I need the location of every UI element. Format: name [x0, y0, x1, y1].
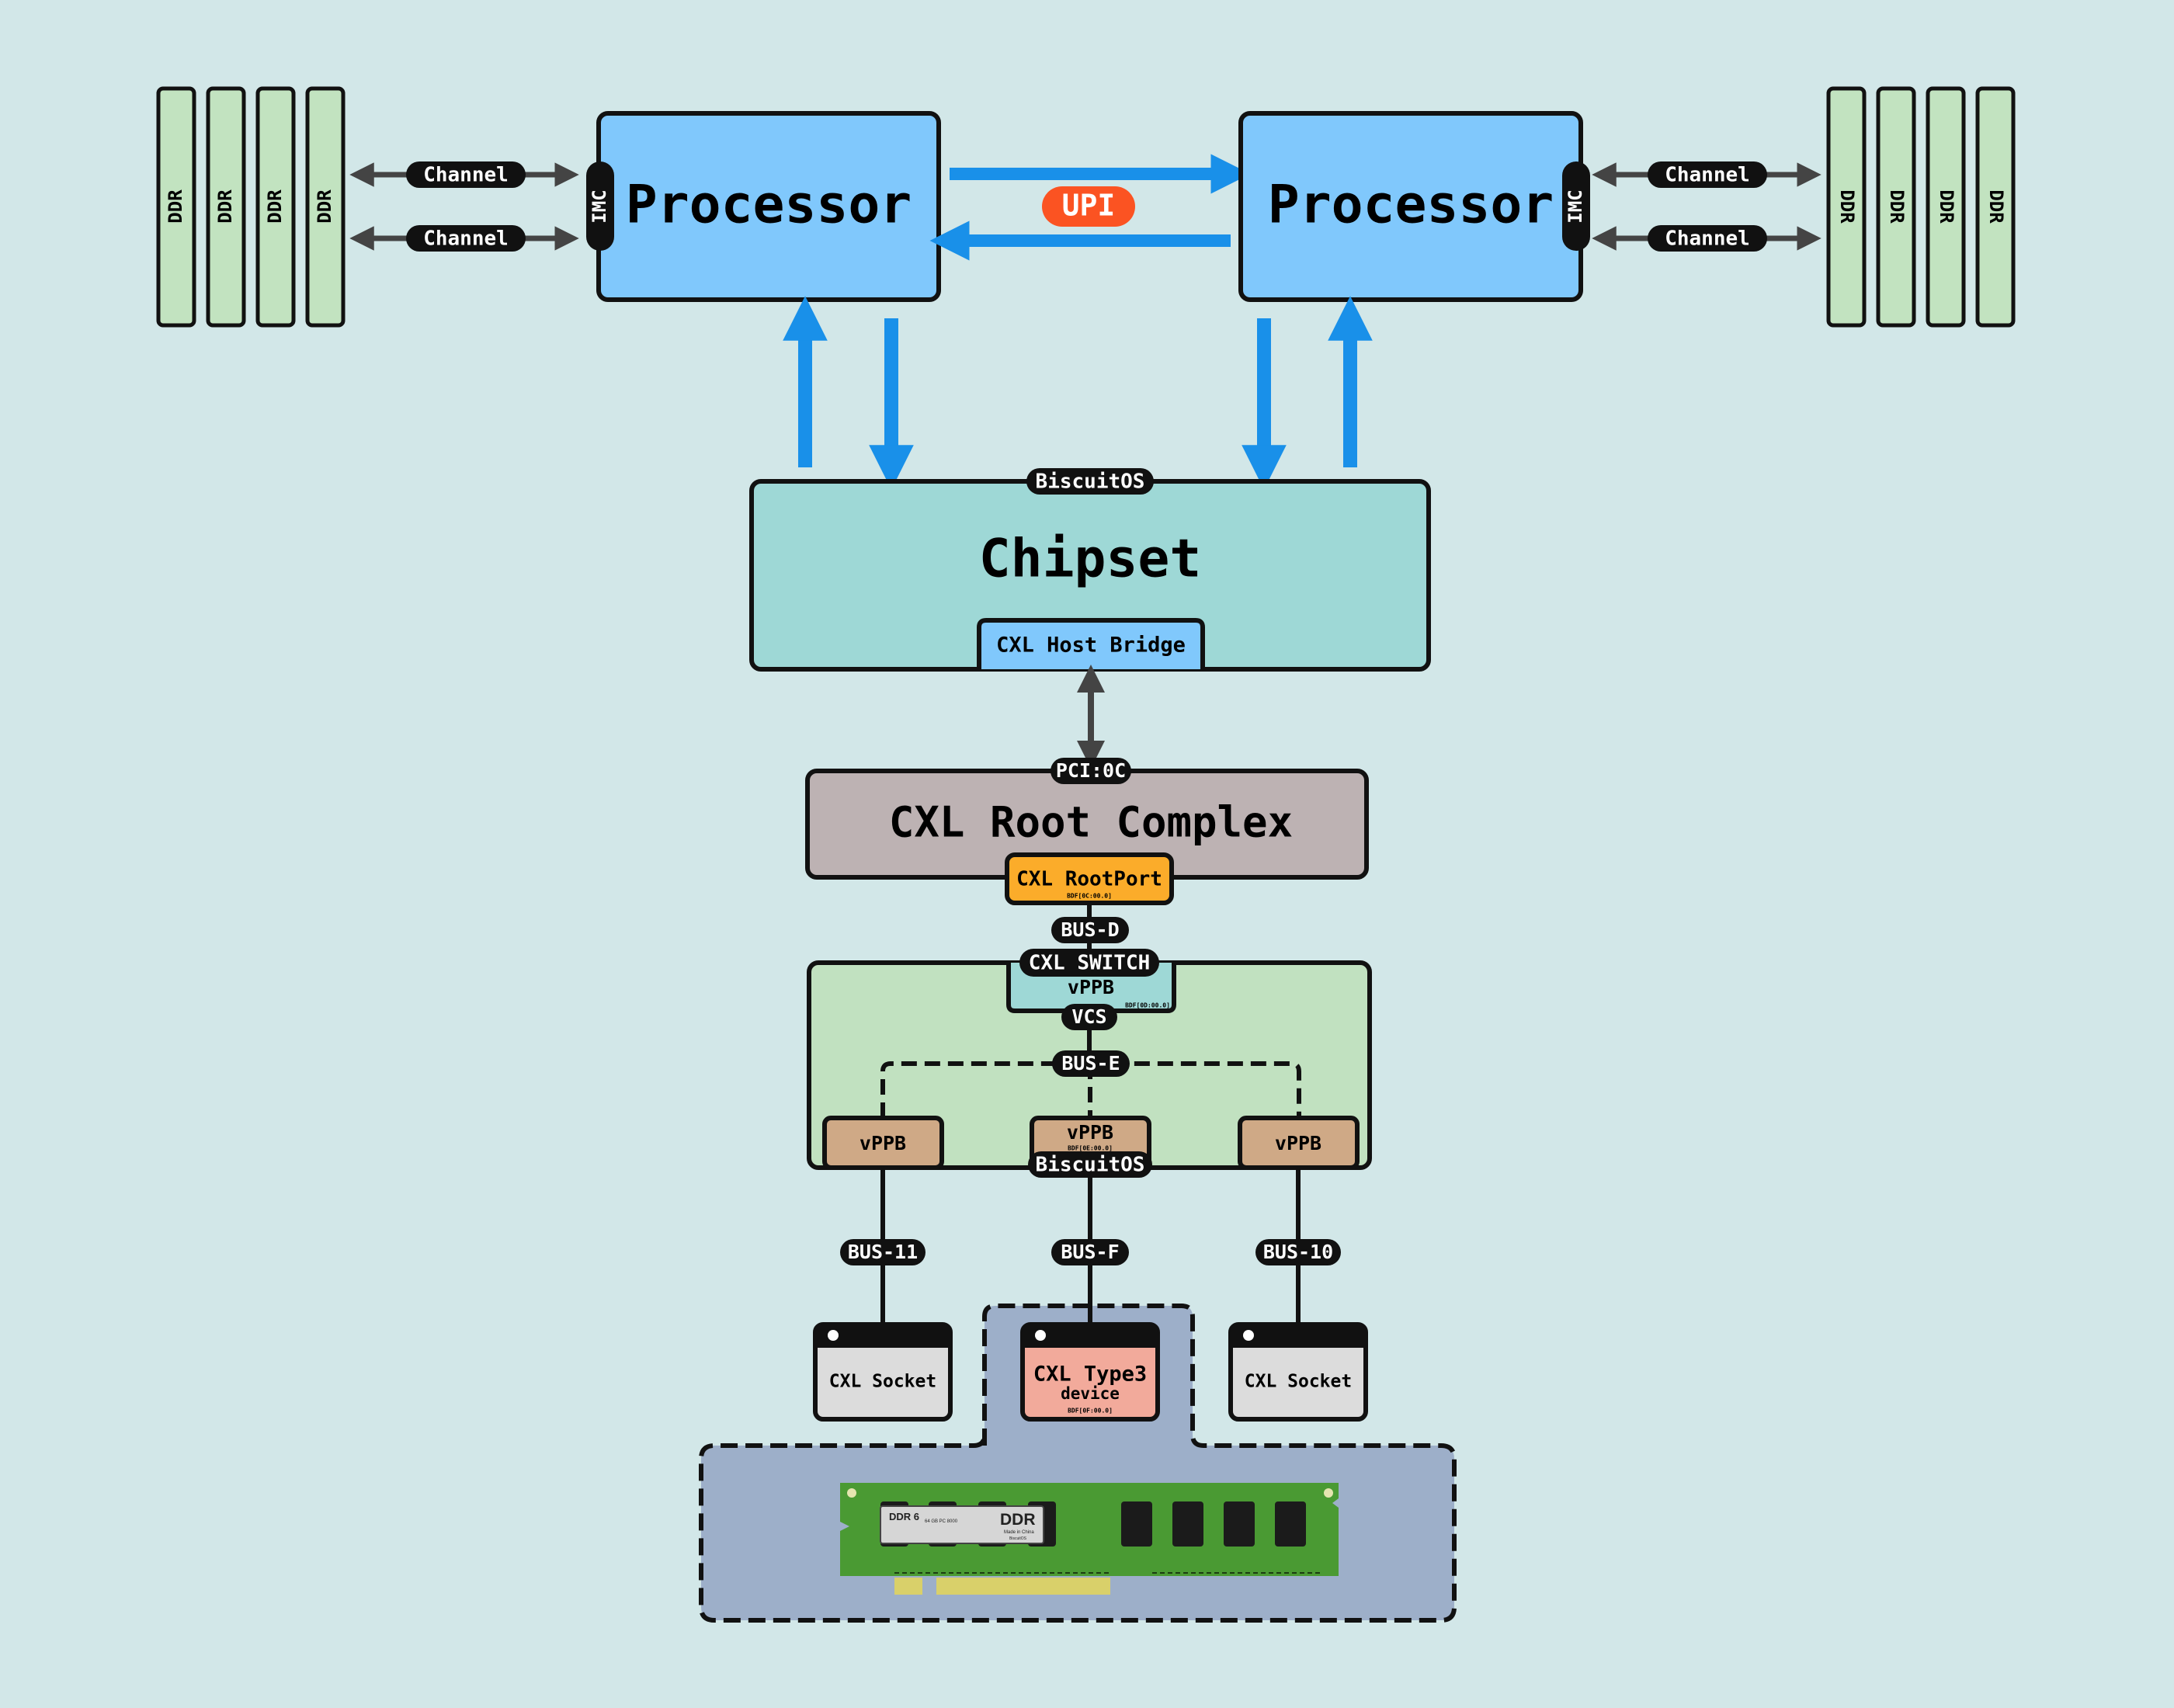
biscuitos-tag-label: BiscuitOS — [1036, 1154, 1145, 1177]
root-port-bdf: BDF[0C:00.0] — [1067, 893, 1112, 900]
switch-tag — [1019, 949, 1159, 977]
ddr-label: DDR — [214, 189, 236, 224]
imc-badge — [1562, 161, 1590, 251]
cxl-switch: vPPB BDF[0D:00.0] CXL SWITCH VCS BUS-E v… — [807, 949, 1372, 1178]
pci-tag-label: PCI:0C — [1056, 759, 1126, 782]
ddr-label: DDR — [165, 189, 186, 224]
left-processor: Processor IMC — [586, 111, 941, 302]
biscuitos-tag — [1026, 468, 1154, 495]
device-sub-label: device — [1061, 1384, 1120, 1403]
ddr-label: DDR — [1836, 189, 1858, 224]
host-bridge-label: CXL Host Bridge — [996, 634, 1186, 658]
bus-tag — [840, 1239, 926, 1265]
vppb-label: vPPB — [1275, 1132, 1321, 1154]
ddr-dimm: DDR — [305, 86, 346, 328]
cxl-type3-device: CXL Type3 device BDF[0F:00.0] — [1020, 1322, 1160, 1422]
ddr-dimm: DDR — [206, 86, 246, 328]
socket-label: CXL Socket — [829, 1372, 936, 1392]
imc-badge — [586, 161, 614, 251]
upi-badge — [1042, 186, 1135, 227]
ddr-label: DDR — [1985, 189, 2007, 224]
ddr6-dimm-module: DDR 6 64 GB PC 8000 DDR Made in China Bi… — [840, 1483, 1339, 1595]
root-complex-label: CXL Root Complex — [889, 798, 1293, 847]
switch-label: CXL SWITCH — [1029, 952, 1151, 975]
upstream-vppb-bdf: BDF[0D:00.0] — [1125, 1002, 1170, 1009]
bus-e-tag — [1052, 1050, 1130, 1077]
ddr-dimm: DDR — [1975, 86, 2016, 328]
vppb-label: vPPB — [1067, 1121, 1113, 1144]
chipset: Chipset BiscuitOS CXL Host Bridge — [749, 468, 1431, 672]
cxl-socket-right: CXL Socket — [1228, 1322, 1368, 1422]
dimm-gen-label: DDR 6 — [889, 1511, 919, 1522]
processor-label: Processor — [626, 175, 912, 236]
ddr-dimm: DDR — [1826, 86, 1867, 328]
right-processor: Processor IMC — [1238, 111, 1590, 302]
bus-label: BUS-11 — [848, 1241, 918, 1263]
bus-label: BUS-10 — [1263, 1241, 1333, 1263]
channel-label: Channel — [1665, 164, 1750, 187]
vcs-label: VCS — [1071, 1005, 1106, 1028]
upstream-vppb-label: vPPB — [1068, 976, 1114, 998]
vcs-tag — [1061, 1004, 1117, 1030]
bus-d-tag — [1051, 917, 1129, 943]
vppb-bdf: BDF[0E:00.0] — [1068, 1145, 1113, 1152]
bus-tag — [1255, 1239, 1341, 1265]
ddr-label: DDR — [1936, 189, 1957, 224]
ddr-dimm: DDR — [255, 86, 296, 328]
ddr-dimm: DDR — [156, 86, 196, 328]
imc-label: IMC — [1565, 189, 1586, 223]
ddr-label: DDR — [1886, 189, 1908, 224]
bus-d-label: BUS-D — [1061, 918, 1119, 941]
upi-label: UPI — [1062, 189, 1116, 223]
ddr-dimm: DDR — [1876, 86, 1916, 328]
device-bdf: BDF[0F:00.0] — [1068, 1408, 1113, 1415]
dimm-spec: 64 GB PC 8000 — [925, 1519, 958, 1524]
ddr-label: DDR — [314, 189, 335, 224]
channel-label: Channel — [423, 227, 509, 251]
channel-label: Channel — [423, 164, 509, 187]
cxl-host-bridge — [977, 618, 1205, 669]
ddr-label: DDR — [264, 189, 286, 224]
upi-link: UPI — [929, 154, 1251, 261]
dimm-brand: DDR — [1000, 1511, 1036, 1529]
bus-tag — [1051, 1239, 1129, 1265]
socket-label: CXL Socket — [1245, 1372, 1352, 1392]
bus-e-label: BUS-E — [1061, 1052, 1120, 1074]
processor-label: Processor — [1268, 175, 1554, 236]
channel-label: Channel — [1665, 227, 1750, 251]
biscuitos-tag-label: BiscuitOS — [1036, 470, 1145, 494]
left-dimm-bank: DDR DDR DDR DDR — [156, 86, 346, 328]
bus-label: BUS-F — [1061, 1241, 1119, 1263]
chipset-label: Chipset — [979, 529, 1202, 590]
dimm-maker: BiscuitOS — [1009, 1536, 1027, 1541]
cxl-socket-left: CXL Socket — [813, 1322, 953, 1422]
dimm-made-in: Made in China — [1004, 1530, 1034, 1535]
processor-chipset-links — [783, 296, 1373, 490]
right-memory-channels: Channel Channel — [1592, 161, 1822, 252]
endpoint-links: BUS-11 BUS-F BUS-10 — [840, 1168, 1341, 1324]
right-dimm-bank: DDR DDR DDR DDR — [1826, 86, 2016, 328]
cxl-root-complex: PCI:0C CXL Root Complex CXL RootPort BDF… — [805, 758, 1369, 905]
vppb-label: vPPB — [860, 1132, 906, 1154]
device-label: CXL Type3 — [1033, 1363, 1147, 1387]
imc-label: IMC — [589, 189, 610, 223]
pci-tag — [1051, 758, 1131, 784]
ddr-dimm: DDR — [1926, 86, 1966, 328]
biscuitos-tag — [1028, 1151, 1152, 1178]
root-port-label: CXL RootPort — [1016, 868, 1162, 891]
left-memory-channels: Channel Channel — [349, 161, 579, 252]
